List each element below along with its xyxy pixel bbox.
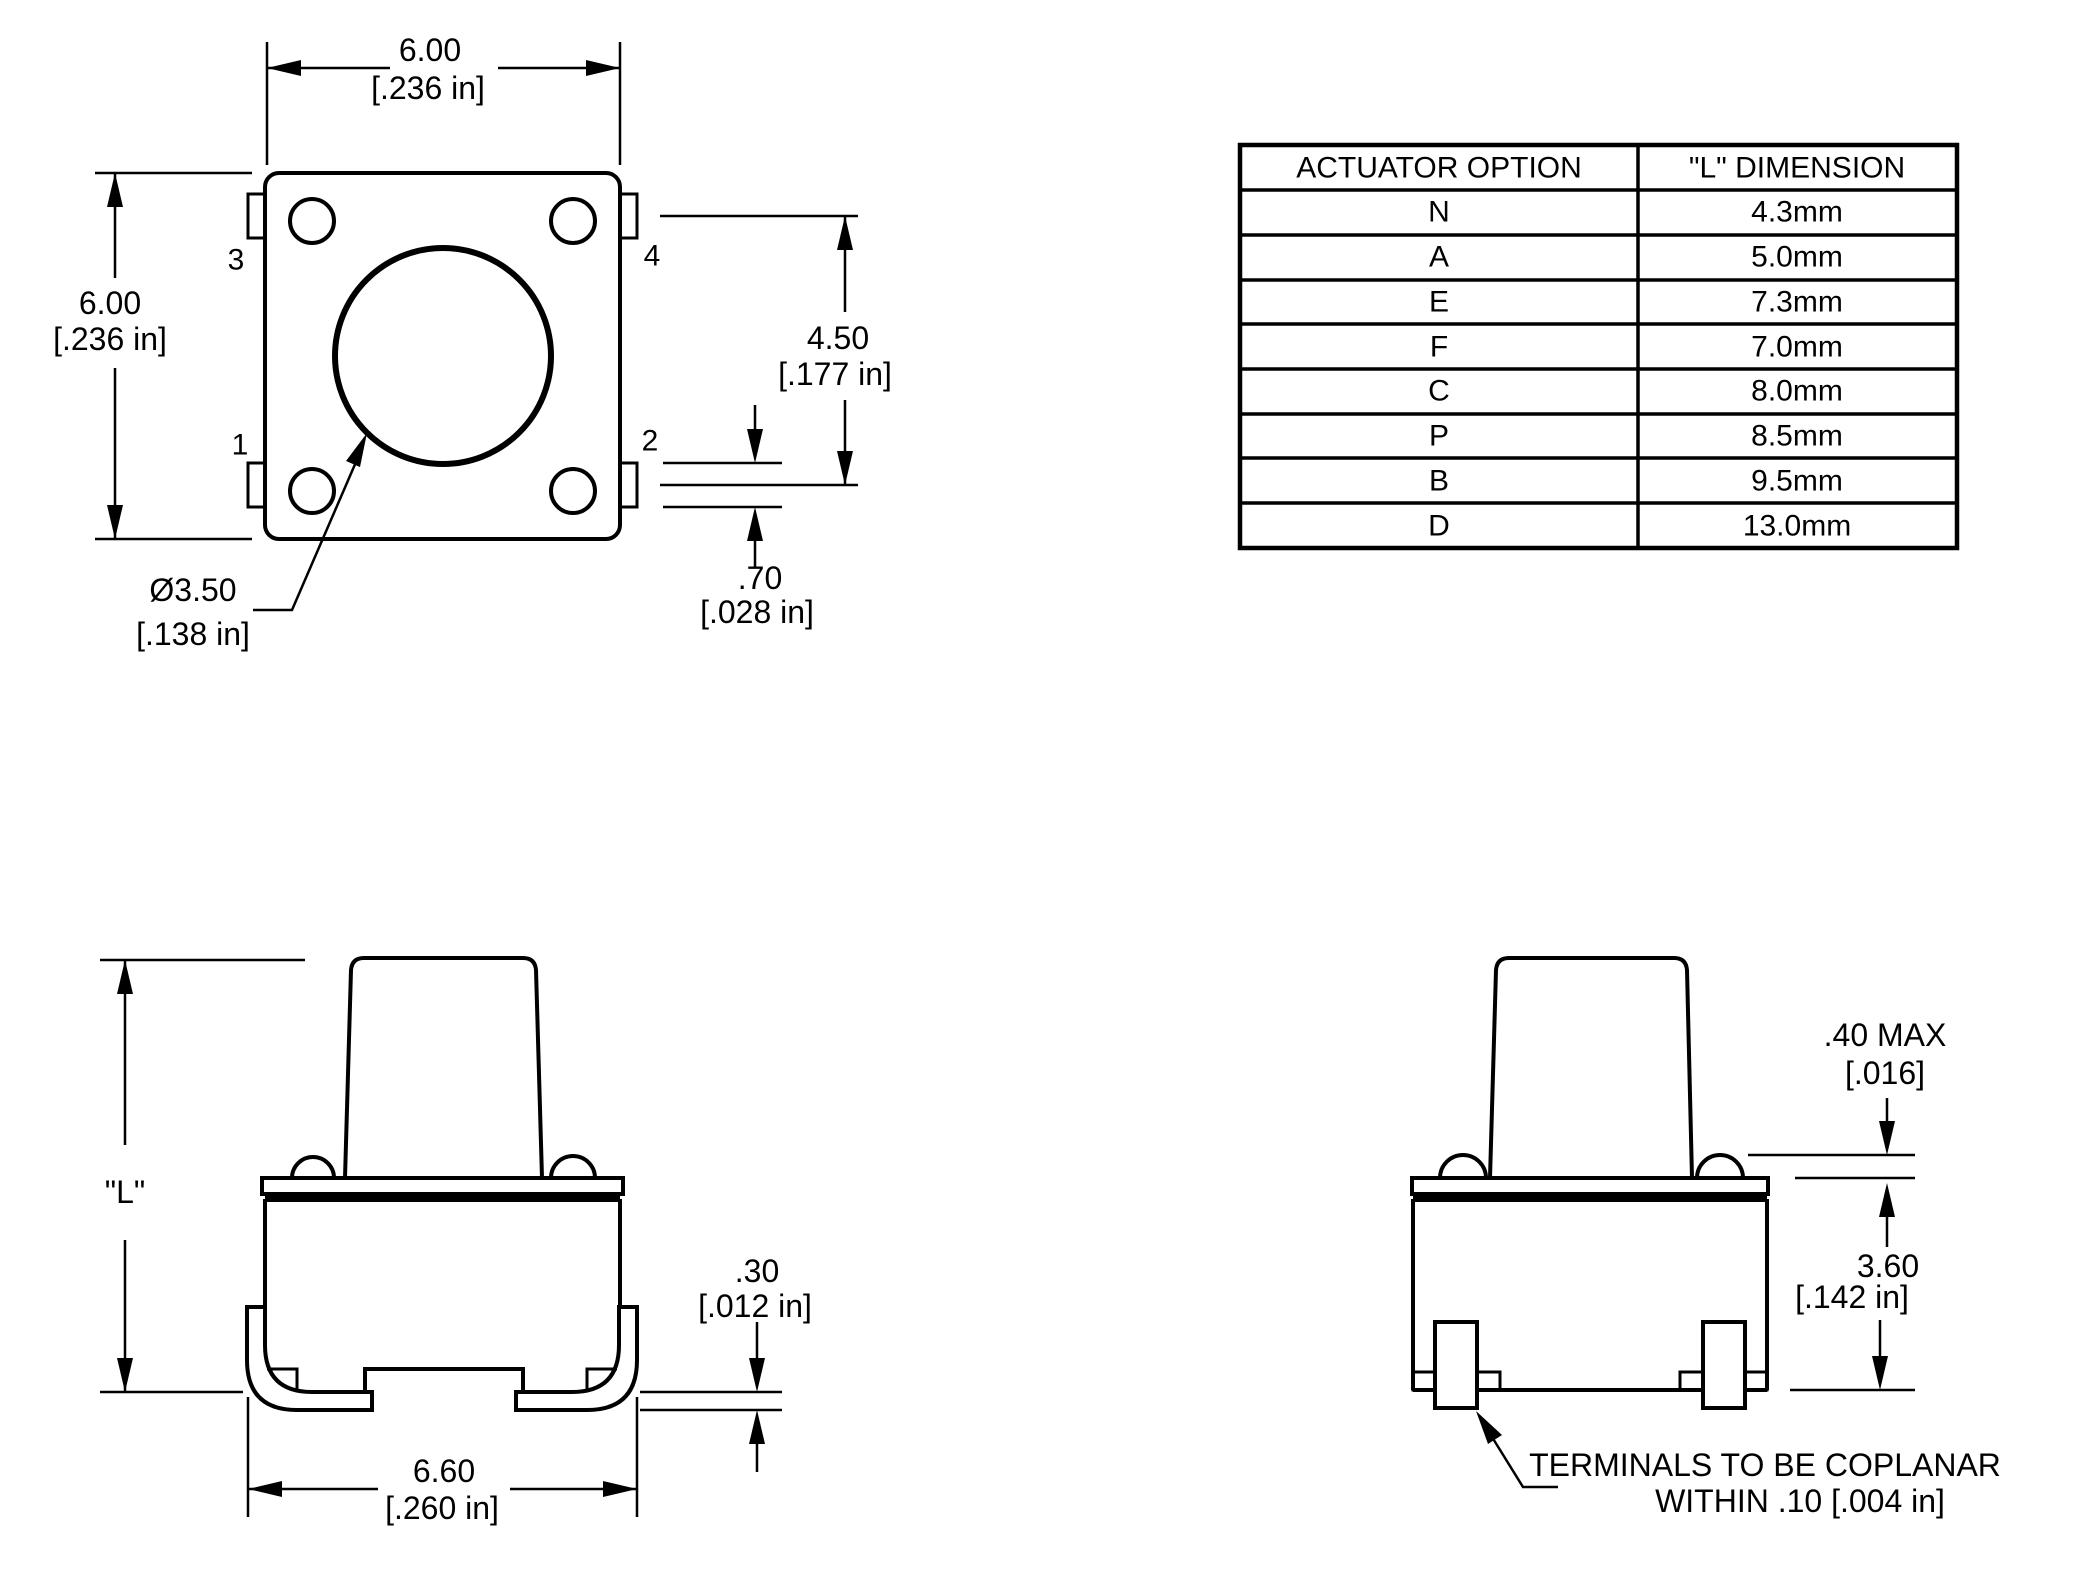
terminal-leg-right-notch	[585, 1367, 617, 1390]
pin-label-4: 4	[644, 240, 661, 273]
table-cell-option: D	[1428, 510, 1450, 543]
pin-hole-2	[549, 467, 597, 515]
terminal-leg-left-notch	[267, 1367, 299, 1390]
pin-hole-1	[288, 467, 336, 515]
dim-body-height-mm: 3.60	[1857, 1248, 1919, 1284]
terminal-flange	[1743, 1370, 1769, 1392]
mounting-tab-right-bottom	[618, 461, 639, 509]
table-cell-option: C	[1428, 375, 1450, 408]
table-row: P 8.5mm	[1429, 420, 1843, 453]
body-sides	[263, 1199, 622, 1347]
dim-top-width-mm: 6.00	[399, 32, 461, 68]
table-cell-dimension: 8.5mm	[1751, 420, 1843, 453]
terminal-leg-left	[245, 1305, 374, 1412]
callout-actuator-diameter: Ø3.50 [.138 in]	[136, 433, 367, 652]
dimension-terminal-span: 6.60 [.260 in]	[246, 1397, 639, 1526]
table-header-option: ACTUATOR OPTION	[1296, 152, 1582, 185]
table-cell-option: A	[1429, 241, 1449, 274]
table-border	[1237, 142, 1960, 551]
dim-left-height-in: [.236 in]	[53, 321, 167, 357]
dimension-tab-thickness: .70 [.028 in]	[700, 405, 814, 630]
terminal-flange	[1678, 1370, 1705, 1392]
table-cell-dimension: 7.3mm	[1751, 286, 1843, 319]
dim-travel-in: [.016]	[1845, 1055, 1925, 1091]
table-row: E 7.3mm	[1429, 286, 1843, 319]
dimension-pin-span: 4.50 [.177 in]	[660, 214, 892, 509]
table-row: C 8.0mm	[1428, 375, 1843, 408]
top-view: 3 4 1 2 6.00 [.236 in] 6.00 [.236 in] 4.…	[53, 32, 892, 652]
dim-standoff-mm: .30	[735, 1253, 779, 1289]
coplanarity-note: TERMINALS TO BE COPLANAR WITHIN .10 [.00…	[1476, 1411, 2001, 1519]
table-row: D 13.0mm	[1428, 510, 1851, 543]
mounting-tab-left-top	[246, 192, 267, 240]
pin-hole-3	[288, 197, 336, 245]
terminal-flange	[1475, 1370, 1502, 1392]
pin-hole-4	[549, 197, 597, 245]
terminal-pad-left	[1433, 1320, 1479, 1410]
dim-pin-span-mm: 4.50	[807, 320, 869, 356]
terminal-leg-right	[514, 1305, 639, 1412]
table-cell-dimension: 5.0mm	[1751, 241, 1843, 274]
body-bottom-profile	[363, 1367, 525, 1392]
dim-terminal-span-mm: 6.60	[413, 1453, 475, 1489]
table-header-dimension: "L" DIMENSION	[1689, 152, 1905, 185]
table-cell-option: P	[1429, 420, 1449, 453]
table-cell-option: E	[1429, 286, 1449, 319]
table-row: B 9.5mm	[1429, 465, 1843, 498]
cover-plate	[1410, 1176, 1770, 1196]
dim-terminal-span-in: [.260 in]	[385, 1490, 499, 1526]
dim-L-label: "L"	[105, 1174, 146, 1210]
pin-label-1: 1	[232, 429, 249, 462]
table-row: F 7.0mm	[1430, 331, 1843, 364]
table-cell-dimension: 13.0mm	[1743, 510, 1851, 543]
switch-body-outline	[263, 171, 622, 541]
cover-plate	[260, 1176, 625, 1196]
dimension-body-height: 3.60 [.142 in]	[1790, 1248, 1919, 1392]
plunger-outline	[343, 956, 544, 1179]
table-cell-dimension: 4.3mm	[1751, 196, 1843, 229]
terminal-pad-right	[1701, 1320, 1747, 1410]
dim-pin-span-in: [.177 in]	[778, 356, 892, 392]
terminal-flange	[1411, 1370, 1437, 1392]
dim-tab-mm: .70	[738, 560, 782, 596]
side-view: .40 MAX [.016] 3.60 [.142 in] TERMINALS …	[1410, 956, 2001, 1519]
front-view: "L" .30 [.012 in] 6.60 [.260 in]	[100, 956, 812, 1526]
pin-label-2: 2	[642, 425, 659, 458]
dome-bump-right	[549, 1154, 597, 1179]
table-cell-option: N	[1428, 196, 1450, 229]
dimension-travel: .40 MAX [.016]	[1748, 1017, 1946, 1247]
note-line2: WITHIN .10 [.004 in]	[1655, 1483, 1945, 1519]
dimension-top-width: 6.00 [.236 in]	[265, 32, 622, 165]
pin-label-3: 3	[228, 244, 245, 277]
actuator-circle	[332, 245, 554, 467]
table-cell-dimension: 7.0mm	[1751, 331, 1843, 364]
dimension-left-height: 6.00 [.236 in]	[53, 171, 252, 541]
dim-left-height-mm: 6.00	[79, 285, 141, 321]
table-row: A 5.0mm	[1429, 241, 1843, 274]
dome-bump-left	[1438, 1153, 1488, 1179]
table-cell-option: F	[1430, 331, 1448, 364]
dimension-standoff: .30 [.012 in]	[640, 1253, 812, 1472]
dim-travel-mm: .40 MAX	[1824, 1017, 1947, 1053]
dome-bump-left	[290, 1155, 336, 1179]
dim-actuator-dia-in: [.138 in]	[136, 616, 250, 652]
dim-top-width-in: [.236 in]	[371, 70, 485, 106]
actuator-option-table: ACTUATOR OPTION "L" DIMENSION N 4.3mm A …	[1237, 142, 1960, 551]
table-cell-dimension: 8.0mm	[1751, 375, 1843, 408]
mounting-tab-right-top	[618, 192, 639, 240]
dimension-L-height: "L"	[100, 958, 305, 1394]
mounting-tab-left-bottom	[246, 461, 267, 509]
table-row: N 4.3mm	[1428, 196, 1843, 229]
table-cell-dimension: 9.5mm	[1751, 465, 1843, 498]
dim-body-height-in: [.142 in]	[1795, 1279, 1909, 1315]
note-line1: TERMINALS TO BE COPLANAR	[1529, 1447, 2001, 1483]
plunger-outline	[1488, 956, 1694, 1179]
table-cell-option: B	[1429, 465, 1449, 498]
dim-tab-in: [.028 in]	[700, 594, 814, 630]
dim-actuator-dia-mm: Ø3.50	[149, 572, 236, 608]
dome-bump-right	[1695, 1153, 1745, 1179]
dim-standoff-in: [.012 in]	[698, 1288, 812, 1324]
